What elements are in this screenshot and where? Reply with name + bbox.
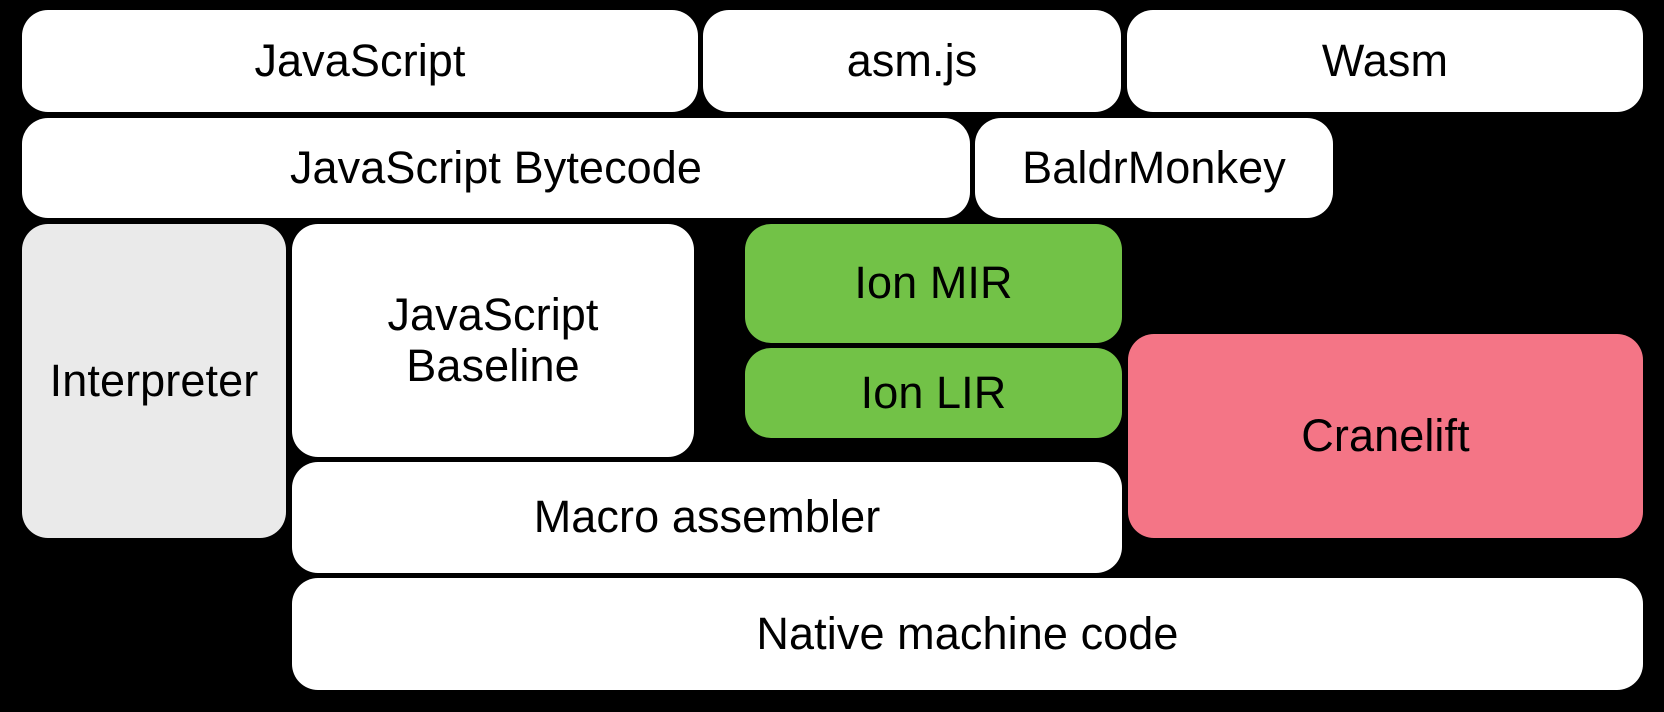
node-cranelift: Cranelift <box>1128 334 1643 538</box>
node-baldrmonkey: BaldrMonkey <box>975 118 1333 218</box>
node-native-machine-code: Native machine code <box>292 578 1643 690</box>
node-wasm: Wasm <box>1127 10 1643 112</box>
node-ion-lir: Ion LIR <box>745 348 1122 438</box>
node-macro-assembler: Macro assembler <box>292 462 1122 573</box>
node-javascript: JavaScript <box>22 10 698 112</box>
node-ion-mir: Ion MIR <box>745 224 1122 343</box>
node-asmjs: asm.js <box>703 10 1121 112</box>
node-interpreter: Interpreter <box>22 224 286 538</box>
node-javascript-baseline: JavaScript Baseline <box>292 224 694 457</box>
node-javascript-bytecode: JavaScript Bytecode <box>22 118 970 218</box>
